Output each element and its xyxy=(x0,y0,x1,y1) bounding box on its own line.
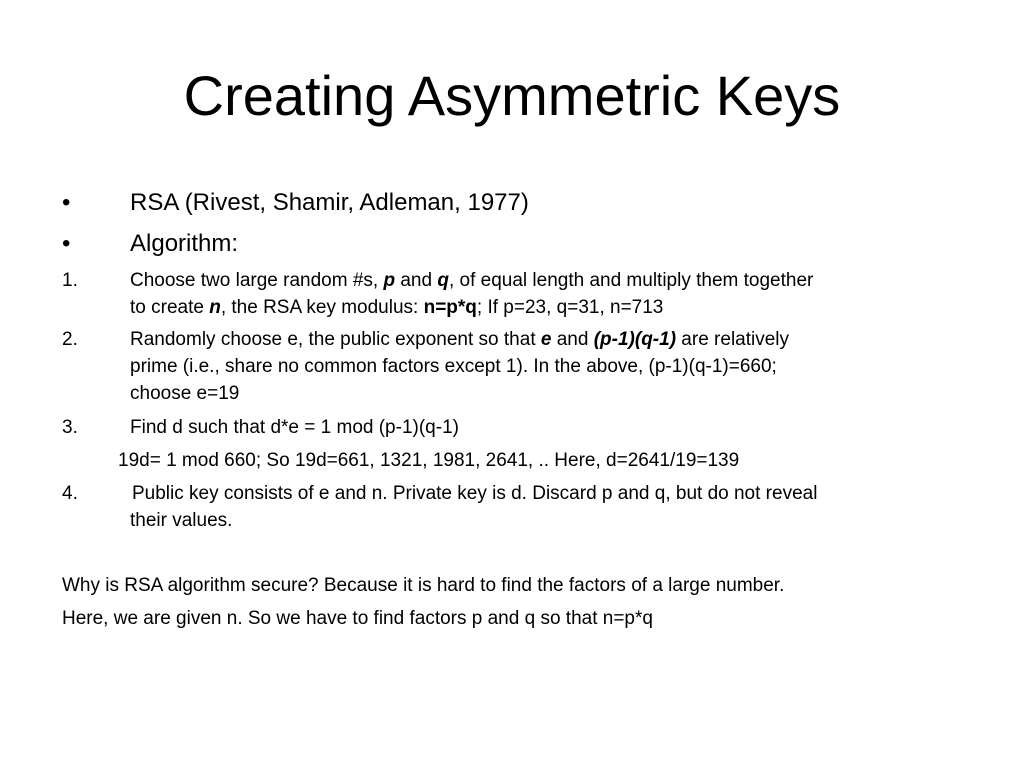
text-run: are relatively xyxy=(676,329,790,350)
bullet-marker: • xyxy=(62,230,71,257)
totient-expression: (p-1)(q-1) xyxy=(593,329,677,350)
text-run: ; If p=23, q=31, n=713 xyxy=(476,297,664,318)
bullet-item: • Algorithm: xyxy=(0,229,1024,259)
text-run: Randomly choose e, the public exponent s… xyxy=(130,329,541,350)
bullet-text: RSA (Rivest, Shamir, Adleman, 1977) xyxy=(130,189,529,216)
modulus-formula: n=p*q xyxy=(423,297,477,318)
text-run: and xyxy=(395,270,438,291)
step-number: 2. xyxy=(62,329,78,350)
step-2-line-1: 2. Randomly choose e, the public exponen… xyxy=(0,326,1024,353)
closing-line-1: Why is RSA algorithm secure? Because it … xyxy=(62,575,785,596)
bullet-item: • RSA (Rivest, Shamir, Adleman, 1977) xyxy=(0,188,1024,218)
variable-p: p xyxy=(383,270,396,291)
step-2-line-3: choose e=19 xyxy=(0,380,1024,407)
step-text: Find d such that d*e = 1 mod (p-1)(q-1) xyxy=(130,417,459,438)
text-run: and xyxy=(551,329,594,350)
bullet-text: Algorithm: xyxy=(130,230,239,257)
variable-n: n xyxy=(209,297,221,318)
step-3-line-1: 3. Find d such that d*e = 1 mod (p-1)(q-… xyxy=(0,414,1024,441)
variable-q: q xyxy=(437,270,449,291)
step-text: their values. xyxy=(130,510,233,531)
step-2-line-2: prime (i.e., share no common factors exc… xyxy=(0,353,1024,380)
text-run: , the RSA key modulus: xyxy=(220,297,424,318)
variable-e: e xyxy=(540,329,552,350)
step-4-line-2: their values. xyxy=(0,507,1024,534)
step-text: to create n, the RSA key modulus: n=p*q;… xyxy=(130,294,663,321)
step-text: Choose two large random #s, p and q, of … xyxy=(130,267,813,294)
step-number: 3. xyxy=(62,417,78,438)
step-text: choose e=19 xyxy=(130,383,240,404)
step-number: 4. xyxy=(62,483,78,504)
step-text: Public key consists of e and n. Private … xyxy=(132,483,818,504)
step-number: 1. xyxy=(62,270,78,291)
bullet-marker: • xyxy=(62,189,71,216)
step-text: prime (i.e., share no common factors exc… xyxy=(130,356,777,377)
step-1-line-2: to create n, the RSA key modulus: n=p*q;… xyxy=(0,294,1024,321)
text-run: to create xyxy=(130,297,210,318)
step-3-calculation: 19d= 1 mod 660; So 19d=661, 1321, 1981, … xyxy=(118,450,740,471)
step-4-line-1: 4. Public key consists of e and n. Priva… xyxy=(0,480,1024,507)
step-text: Randomly choose e, the public exponent s… xyxy=(130,326,789,353)
closing-line-2: Here, we are given n. So we have to find… xyxy=(62,608,653,629)
text-run: , of equal length and multiply them toge… xyxy=(448,270,814,291)
slide-title: Creating Asymmetric Keys xyxy=(183,64,841,127)
text-run: Choose two large random #s, xyxy=(130,270,384,291)
step-1-line-1: 1. Choose two large random #s, p and q, … xyxy=(0,267,1024,294)
